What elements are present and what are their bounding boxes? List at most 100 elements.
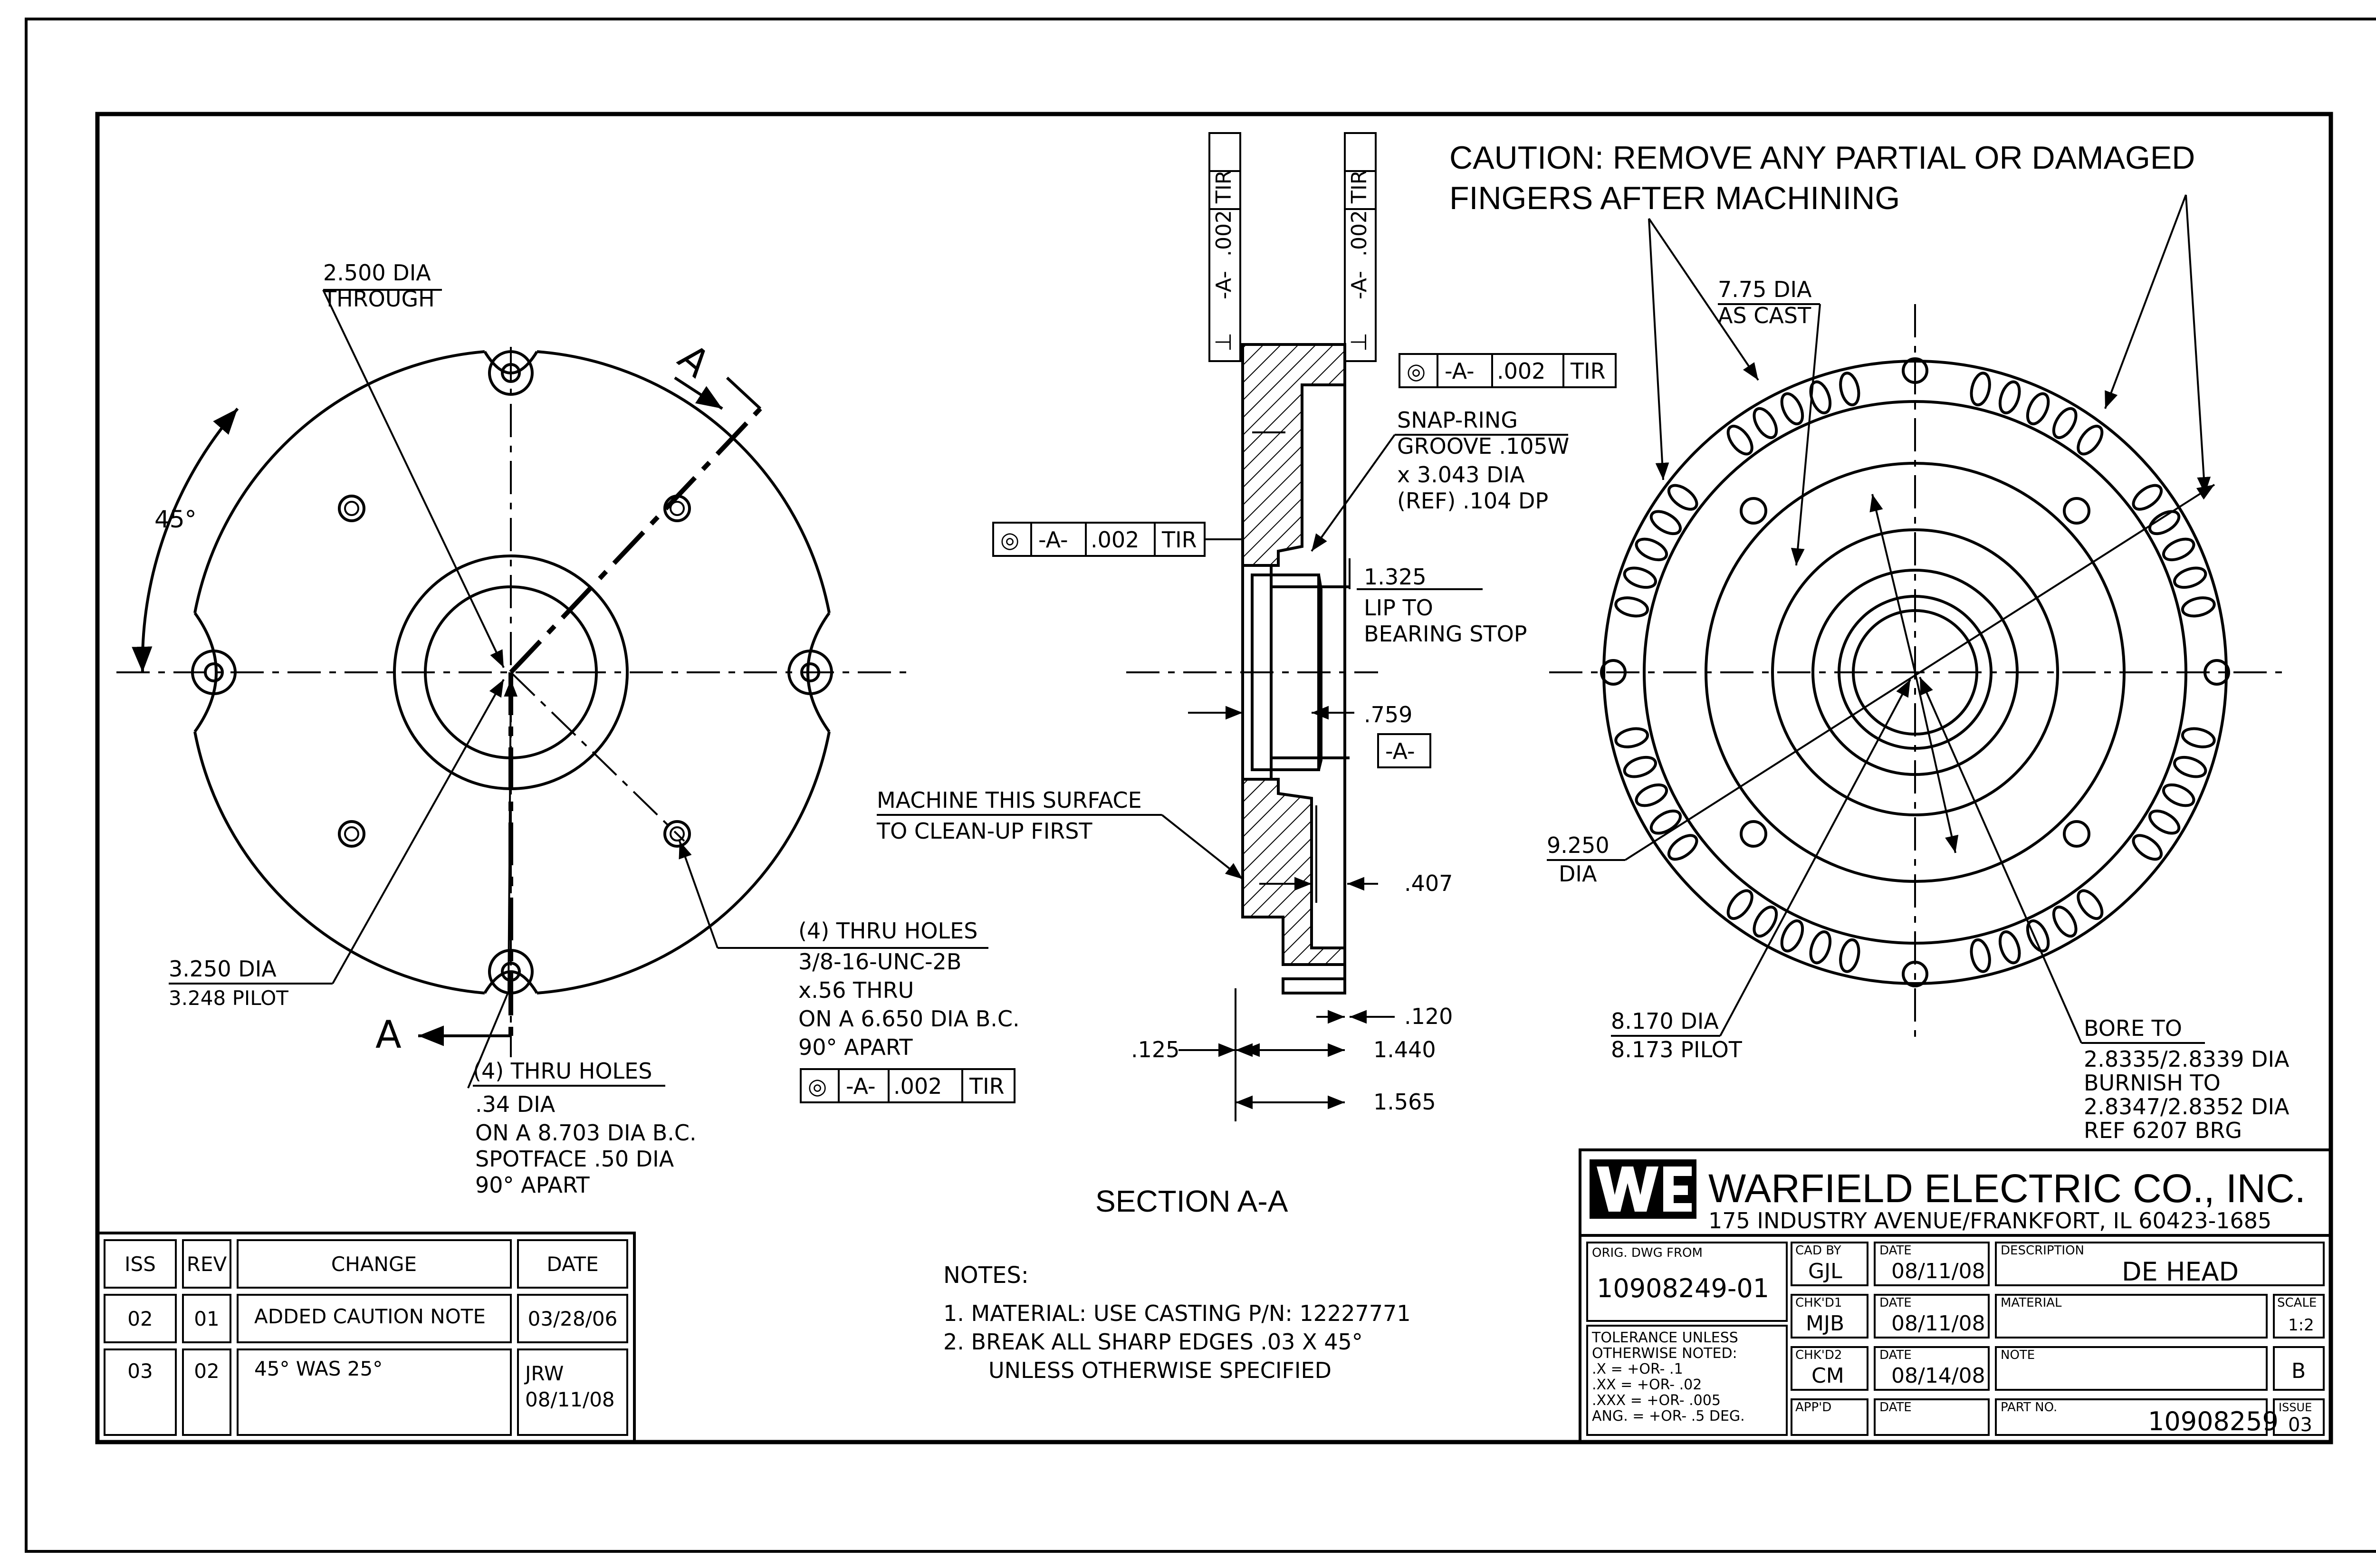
chkd1: MJB bbox=[1806, 1311, 1844, 1336]
rev-row1-iss: 02 bbox=[127, 1307, 153, 1330]
part-no: 10908259 bbox=[2148, 1406, 2279, 1436]
date2: 08/11/08 bbox=[1891, 1311, 1985, 1336]
dim-759: .759 bbox=[1364, 702, 1412, 727]
finger-slot bbox=[1970, 372, 1991, 407]
finger-slot bbox=[1839, 938, 1860, 973]
outer-dia-2: DIA bbox=[1559, 861, 1597, 887]
date1-label: DATE bbox=[1879, 1243, 1912, 1258]
rear-outer-diameter bbox=[1602, 360, 2228, 985]
finger-slot bbox=[2026, 919, 2050, 953]
svg-text:◎: ◎ bbox=[1000, 527, 1019, 553]
svg-text:◎: ◎ bbox=[1407, 358, 1426, 384]
svg-text:-A-: -A- bbox=[1212, 271, 1236, 299]
tolerance-4: .XX = +OR- .02 bbox=[1592, 1377, 1702, 1393]
appd-label: APP'D bbox=[1795, 1400, 1831, 1415]
bore-3: BURNISH TO bbox=[2084, 1070, 2221, 1096]
cad-by: GJL bbox=[1808, 1259, 1842, 1283]
scale: 1:2 bbox=[2288, 1316, 2314, 1335]
lip-label-1: LIP TO bbox=[1364, 595, 1433, 621]
finger-slot bbox=[1780, 392, 1804, 426]
svg-text:◎: ◎ bbox=[808, 1073, 827, 1099]
outer-holes-callout-1: (4) THRU HOLES bbox=[473, 1058, 652, 1084]
rev-row1-rev: 01 bbox=[194, 1307, 219, 1330]
cad-by-label: CAD BY bbox=[1795, 1243, 1841, 1258]
outer-holes-callout-2: .34 DIA bbox=[475, 1091, 556, 1117]
rev-row1-change: ADDED CAUTION NOTE bbox=[254, 1305, 486, 1328]
svg-text:TIR: TIR bbox=[1161, 527, 1197, 553]
note-label: NOTE bbox=[2001, 1348, 2035, 1362]
dim-1440: 1.440 bbox=[1373, 1037, 1436, 1062]
finger-slot bbox=[1635, 537, 1668, 562]
svg-text:-A-: -A- bbox=[846, 1073, 876, 1099]
inner-holes-callout-4: ON A 6.650 DIA B.C. bbox=[798, 1006, 1020, 1032]
bore-2: 2.8335/2.8339 DIA bbox=[2084, 1046, 2290, 1072]
finger-slot bbox=[1970, 938, 1991, 973]
rev-header-date: DATE bbox=[546, 1252, 598, 1276]
rev-row2-initials: JRW bbox=[524, 1362, 564, 1385]
bore-4: 2.8347/2.8352 DIA bbox=[2084, 1094, 2290, 1119]
finger-slot bbox=[2052, 906, 2078, 938]
svg-text:.002 TIR: .002 TIR bbox=[1347, 170, 1371, 257]
notes-heading: NOTES: bbox=[943, 1262, 1029, 1289]
issue-label: ISSUE bbox=[2279, 1401, 2312, 1414]
finger-slot bbox=[2052, 407, 2078, 439]
date1: 08/11/08 bbox=[1891, 1259, 1985, 1283]
rev-row2-date: 08/11/08 bbox=[525, 1388, 615, 1411]
finger-slot bbox=[1753, 906, 1778, 938]
finger-slot bbox=[2132, 484, 2163, 511]
outer-holes-callout-4: SPOTFACE .50 DIA bbox=[475, 1146, 674, 1172]
finger-slot bbox=[1667, 484, 1698, 511]
inner-holes-callout-3: x.56 THRU bbox=[798, 977, 914, 1003]
issue: 03 bbox=[2288, 1414, 2312, 1436]
finger-slot bbox=[1809, 380, 1832, 414]
finger-slot bbox=[2148, 510, 2181, 535]
rev-header-change: CHANGE bbox=[331, 1252, 417, 1276]
finger-slot bbox=[1614, 596, 1649, 618]
rev-header-rev: REV bbox=[187, 1252, 227, 1276]
svg-text:-A-: -A- bbox=[1038, 527, 1068, 553]
rear-mount-holes bbox=[1600, 357, 2230, 987]
inner-holes-callout-5: 90° APART bbox=[798, 1034, 913, 1060]
chkd2: CM bbox=[1811, 1364, 1844, 1388]
rev-row2-change: 45° WAS 25° bbox=[254, 1357, 383, 1380]
date2-label: DATE bbox=[1879, 1296, 1912, 1310]
tolerance-1: TOLERANCE UNLESS bbox=[1591, 1329, 1738, 1346]
finger-slot bbox=[2173, 566, 2207, 589]
fcf-front: ◎ -A- .002 TIR bbox=[800, 1068, 1016, 1103]
note-3: UNLESS OTHERWISE SPECIFIED bbox=[988, 1358, 1332, 1383]
machine-note-1: MACHINE THIS SURFACE bbox=[877, 787, 1142, 813]
pilot-callout-2: 3.248 PILOT bbox=[169, 986, 288, 1010]
finger-slot bbox=[2077, 424, 2104, 456]
size: B bbox=[2291, 1359, 2306, 1383]
lip-label-2: BEARING STOP bbox=[1364, 621, 1527, 647]
material-label: MATERIAL bbox=[2001, 1296, 2062, 1310]
bore-callout-1: 2.500 DIA bbox=[323, 260, 431, 286]
datum-a: -A- bbox=[1385, 738, 1415, 764]
orig-dwg-label: ORIG. DWG FROM bbox=[1592, 1246, 1703, 1260]
svg-text:.002: .002 bbox=[1497, 358, 1545, 384]
finger-slot bbox=[1998, 930, 2021, 965]
chkd2-label: CHK'D2 bbox=[1795, 1348, 1842, 1362]
finger-slot bbox=[1998, 380, 2021, 414]
fcf-perp-right: ⊥ -A- .002 TIR bbox=[1344, 132, 1377, 362]
date3-label: DATE bbox=[1879, 1348, 1912, 1362]
rev-row2-rev: 02 bbox=[194, 1359, 219, 1383]
finger-slot bbox=[1623, 755, 1657, 778]
finger-slot bbox=[1649, 809, 1682, 835]
svg-text:.002: .002 bbox=[1091, 527, 1139, 553]
finger-slot bbox=[1635, 783, 1668, 807]
finger-slot bbox=[2162, 783, 2195, 807]
rear-pilot-1: 8.170 DIA bbox=[1611, 1008, 1719, 1034]
finger-slot bbox=[2181, 596, 2216, 618]
notes: NOTES: 1. MATERIAL: USE CASTING P/N: 122… bbox=[943, 1262, 1411, 1383]
finger-slot bbox=[2132, 834, 2163, 861]
finger-slot bbox=[1623, 566, 1657, 589]
tolerance-6: ANG. = +OR- .5 DEG. bbox=[1592, 1408, 1745, 1425]
angle-label: 45° bbox=[154, 506, 197, 533]
note-2: 2. BREAK ALL SHARP EDGES .03 X 45° bbox=[943, 1329, 1363, 1355]
inner-holes-callout-2: 3/8-16-UNC-2B bbox=[798, 949, 961, 975]
chkd1-label: CHK'D1 bbox=[1795, 1296, 1842, 1310]
fcf-top: ◎ -A- .002 TIR bbox=[1399, 353, 1617, 388]
pilot-callout-1: 3.250 DIA bbox=[169, 956, 277, 982]
